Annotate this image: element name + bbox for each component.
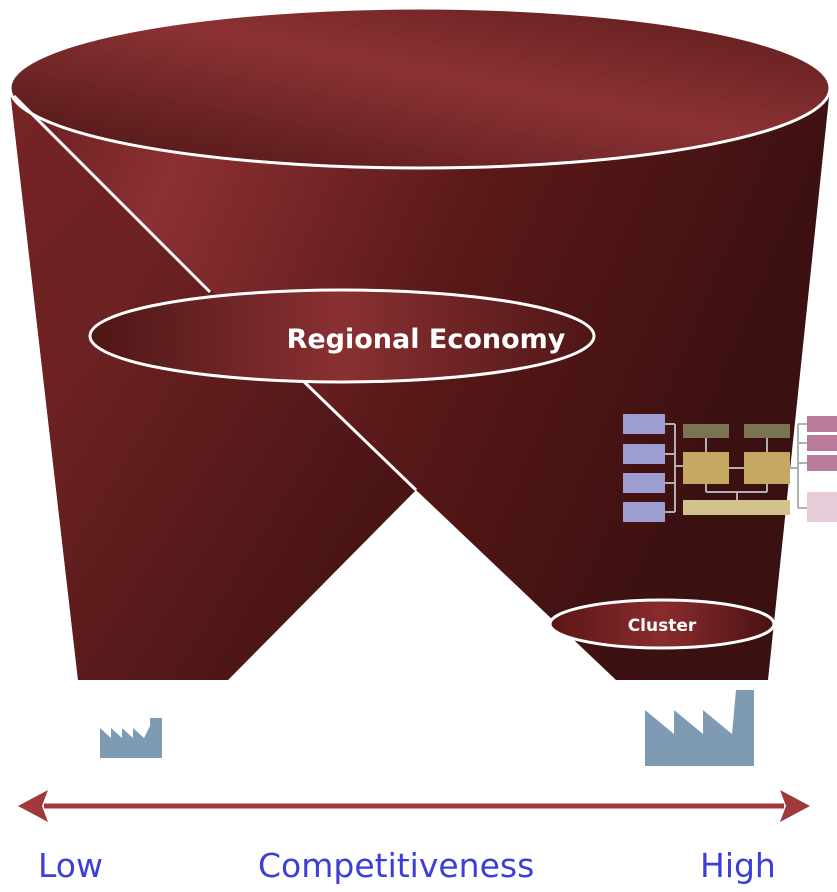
factory-small-icon <box>100 718 162 758</box>
factory-large-icon <box>645 690 754 766</box>
funnel-edge-line-lower <box>296 374 418 492</box>
regional-economy-ellipse <box>88 288 596 384</box>
funnel-top <box>8 6 832 170</box>
double-arrow-icon <box>18 790 810 822</box>
axis-low-label: Low <box>38 846 103 885</box>
cluster-diagram-icon <box>623 414 837 522</box>
funnel-left-panel <box>10 90 416 680</box>
cluster-ellipse <box>548 598 776 650</box>
cluster-label: Cluster <box>628 616 697 636</box>
axis-high-label: High <box>700 846 776 885</box>
regional-economy-label: Regional Economy <box>287 324 566 355</box>
axis-title: Competitiveness <box>258 846 535 885</box>
funnel-edge-line-upper <box>12 94 212 294</box>
